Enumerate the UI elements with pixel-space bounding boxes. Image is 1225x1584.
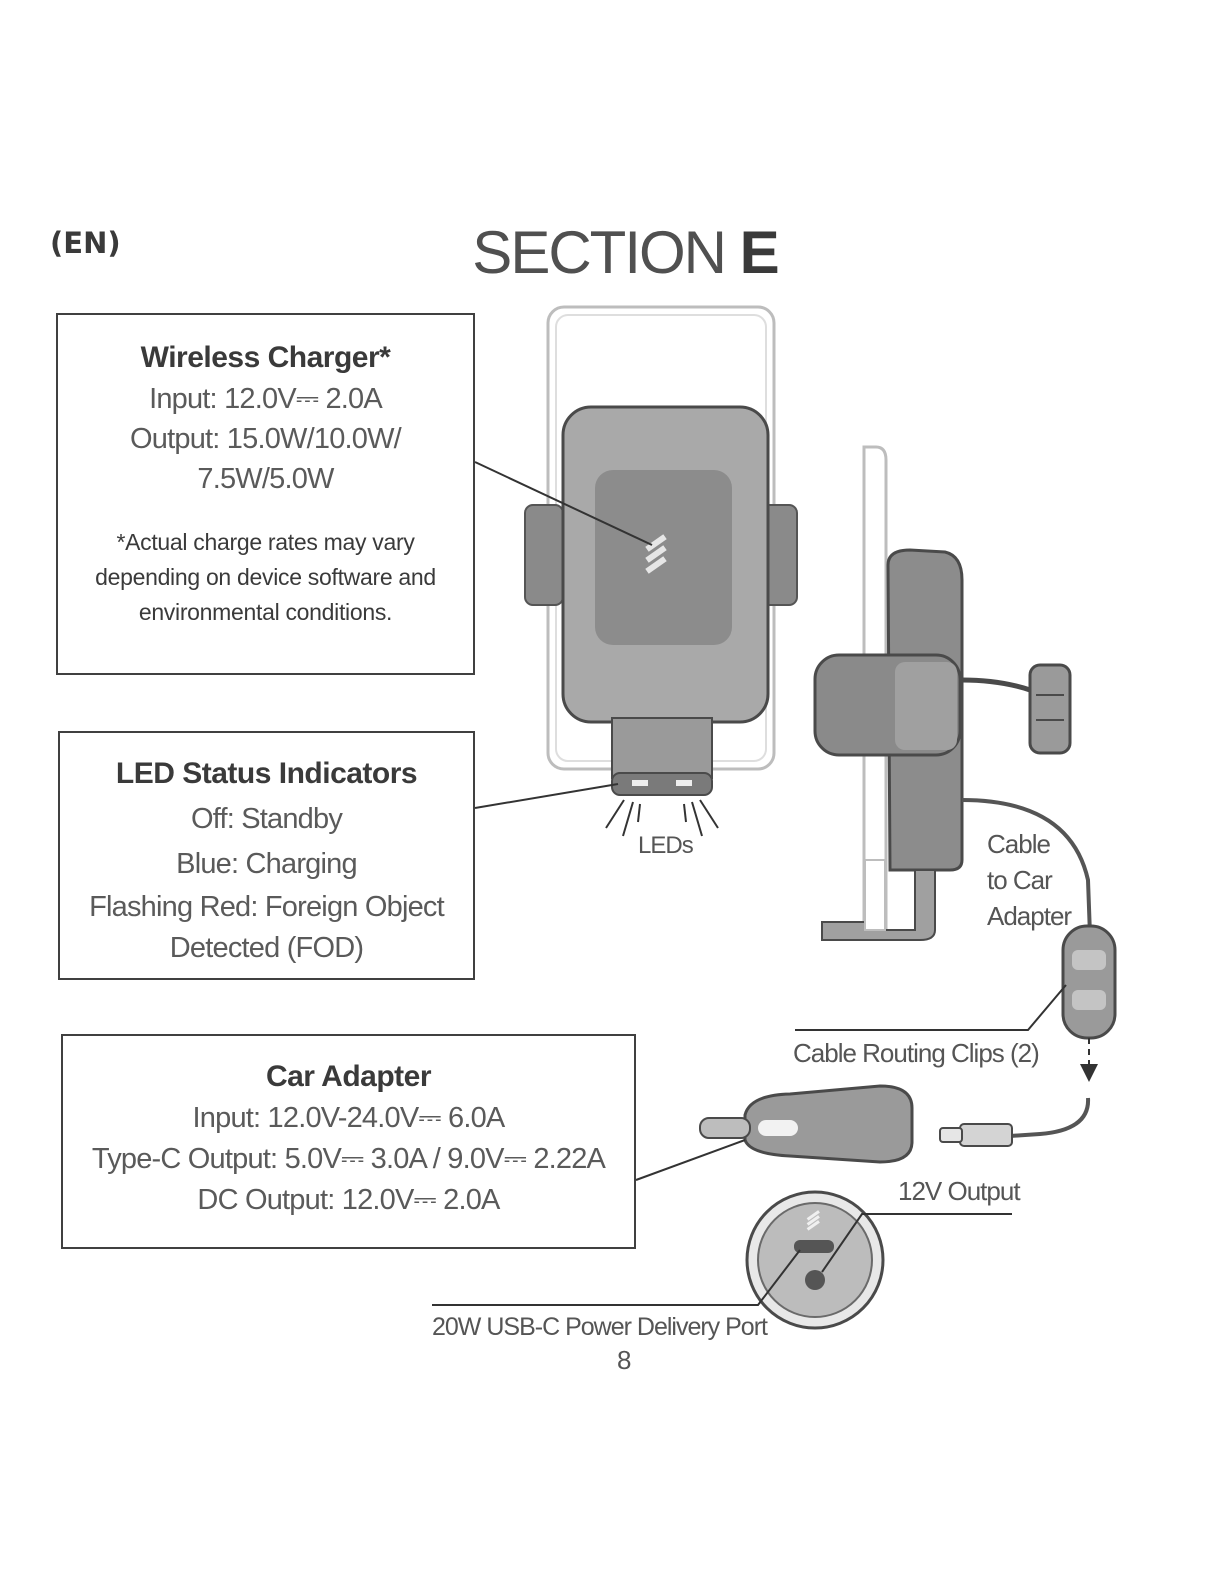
- led-status-spec-box: LED Status Indicators Off: Standby Blue:…: [58, 731, 475, 980]
- dc-plug: [939, 1123, 1013, 1147]
- led-status-line: Detected (FOD): [169, 932, 364, 964]
- brand-logo: [645, 534, 667, 574]
- wireless-charger-output-1: Output: 15.0W/10.0W/: [130, 423, 402, 455]
- car-adapter-title: Car Adapter: [265, 1060, 432, 1093]
- vent-arm: [961, 677, 1031, 693]
- led-strip: [611, 772, 713, 796]
- leader-12v-output: [821, 1213, 1012, 1273]
- page-number: 8: [617, 1345, 632, 1375]
- car-adapter-spec-box: Car Adapter Input: 12.0V-24.0V⎓ 6.0A Typ…: [61, 1034, 636, 1249]
- led-status-line: Flashing Red: Foreign Object: [89, 891, 445, 923]
- section-title: SECTION E: [0, 218, 1225, 287]
- leds-label: LEDs: [638, 832, 694, 859]
- adapter-face: [745, 1190, 885, 1330]
- cable-label-line-2: to Car: [987, 865, 1053, 895]
- section-letter: E: [739, 219, 780, 286]
- down-arrow: [1080, 1038, 1098, 1082]
- dc-output-port-icon: [805, 1270, 825, 1290]
- wireless-charger-input: Input: 12.0V⎓ 2.0A: [149, 383, 383, 415]
- wireless-charger-output-2: 7.5W/5.0W: [197, 463, 334, 495]
- vent-clip: [1028, 663, 1072, 755]
- routing-clips-label: Cable Routing Clips (2): [793, 1038, 1040, 1068]
- left-arm: [524, 504, 564, 606]
- led-rays: [605, 799, 719, 837]
- leader-wireless: [474, 461, 653, 546]
- side-phone-lower: [864, 859, 886, 931]
- car-adapter-typec-output: Type-C Output: 5.0V⎓ 3.0A / 9.0V⎓ 2.22A: [91, 1143, 606, 1175]
- leader-led: [474, 783, 619, 809]
- leader-car-adapter: [635, 1139, 746, 1181]
- section-title-prefix: SECTION: [472, 219, 740, 286]
- led-status-line: Off: Standby: [190, 803, 343, 835]
- leader-usbc: [432, 1249, 801, 1306]
- car-adapter-input: Input: 12.0V-24.0V⎓ 6.0A: [192, 1102, 506, 1134]
- mount-base: [611, 717, 713, 779]
- car-adapter-plug: [699, 1084, 914, 1164]
- language-tag: (EN): [50, 226, 121, 260]
- side-phone-outline: [862, 445, 888, 930]
- front-view-mount: [524, 305, 798, 837]
- output-12v-label: 12V Output: [898, 1176, 1021, 1206]
- cable: [961, 798, 1092, 1138]
- led-light-left: [632, 780, 648, 786]
- led-status-title: LED Status Indicators: [115, 757, 418, 790]
- cable-routing-clip: [1061, 924, 1117, 1040]
- wireless-charger-spec-box: Wireless Charger* Input: 12.0V⎓ 2.0A Out…: [56, 313, 475, 675]
- wireless-charger-title: Wireless Charger*: [140, 341, 391, 374]
- side-clamp-face: [895, 662, 957, 750]
- usbc-port-label: 20W USB-C Power Delivery Port: [432, 1313, 768, 1341]
- side-view-mount: [813, 445, 1072, 941]
- usb-c-port-icon: [794, 1240, 834, 1253]
- cable-label-line-3: Adapter: [987, 901, 1072, 931]
- wireless-charger-footnote: *Actual charge rates may vary depending …: [95, 529, 436, 625]
- leader-lines: [432, 461, 1067, 1306]
- leader-routing-clips: [795, 984, 1067, 1031]
- cable-label-line-1: Cable: [987, 829, 1051, 859]
- led-status-line: Blue: Charging: [176, 848, 357, 880]
- led-light-right: [676, 780, 692, 786]
- car-adapter-dc-output: DC Output: 12.0V⎓ 2.0A: [197, 1184, 500, 1216]
